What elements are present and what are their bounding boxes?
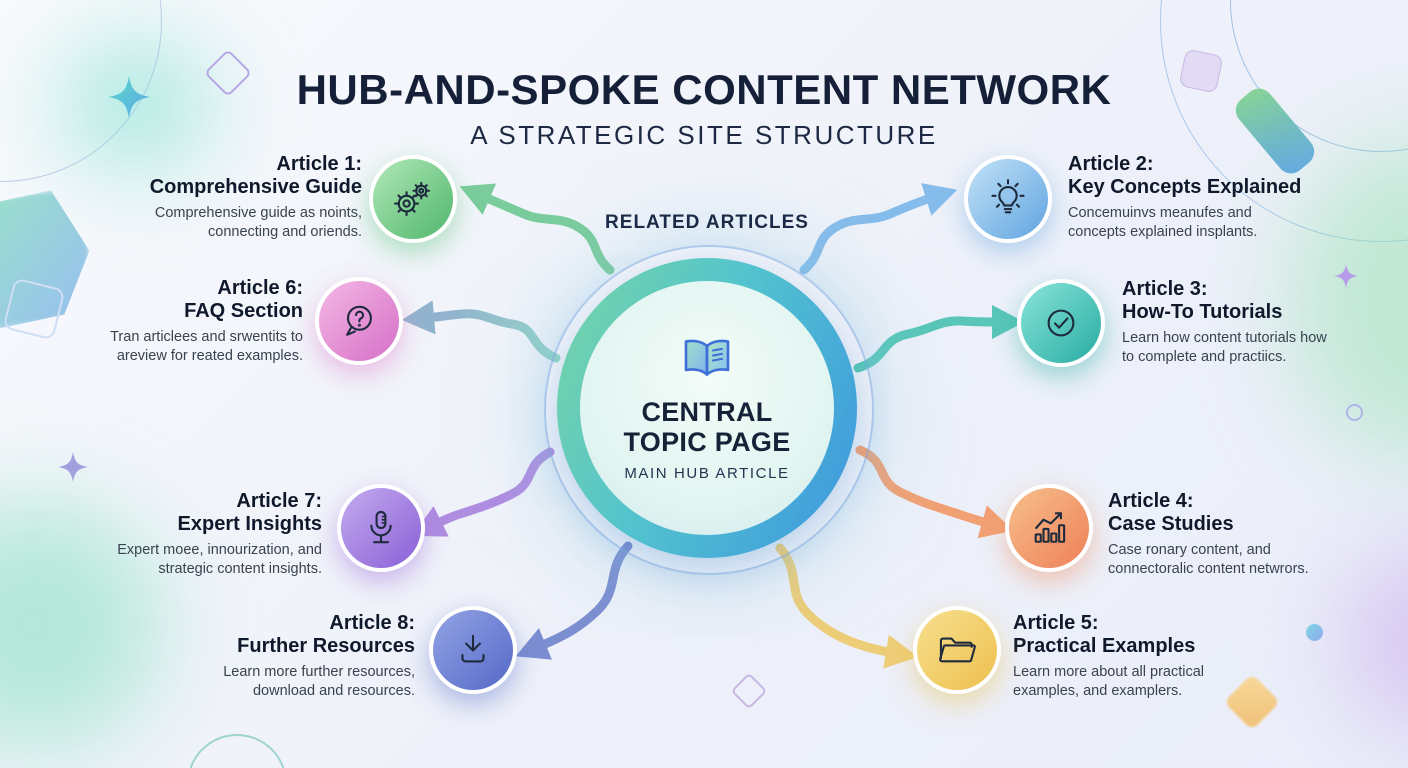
- bar-chart-icon: [1034, 512, 1066, 543]
- spoke-6-icon-circle: [315, 277, 403, 365]
- arrow-to-article-8: [515, 541, 633, 660]
- arrow-to-article-4: [855, 445, 1014, 539]
- central-hub: CENTRAL TOPIC PAGE MAIN HUB ARTICLE: [544, 245, 874, 575]
- spoke-3-description: Learn how content tutorials how to compl…: [1122, 329, 1327, 365]
- hub-gradient-ring: CENTRAL TOPIC PAGE MAIN HUB ARTICLE: [557, 258, 857, 558]
- arrow-to-article-5: [775, 543, 918, 669]
- spoke-8-label: Article 8:: [329, 612, 415, 634]
- spoke-1-label: Article 1:: [276, 153, 362, 175]
- microphone-icon: [370, 510, 392, 544]
- download-icon: [461, 634, 485, 663]
- spoke-4-text: Article 4:Case Studies Case ronary conte…: [1108, 490, 1368, 578]
- spoke-3-name: How-To Tutorials: [1122, 301, 1283, 324]
- spoke-6-text: Article 6:FAQ Section Tran articlees and…: [58, 277, 303, 365]
- page-title: HUB-AND-SPOKE CONTENT NETWORK: [296, 66, 1112, 113]
- hub-inner-circle: CENTRAL TOPIC PAGE MAIN HUB ARTICLE: [580, 281, 834, 535]
- spoke-2-text: Article 2:Key Concepts Explained Concemu…: [1068, 153, 1358, 241]
- spoke-6-title: Article 6:FAQ Section: [58, 277, 303, 324]
- folder-icon: [938, 637, 976, 663]
- spoke-6-label: Article 6:: [217, 277, 303, 299]
- spoke-2-label: Article 2:: [1068, 153, 1154, 175]
- spoke-4-label: Article 4:: [1108, 490, 1194, 512]
- spoke-8-title: Article 8:Further Resources: [163, 612, 415, 659]
- spoke-5-icon-circle: [913, 606, 1001, 694]
- lightbulb-icon: [991, 179, 1025, 214]
- spoke-8-text: Article 8:Further Resources Learn more f…: [163, 612, 415, 700]
- spoke-4-name: Case Studies: [1108, 513, 1234, 536]
- arrow-to-article-1: [459, 183, 615, 275]
- spoke-6-name: FAQ Section: [184, 300, 303, 323]
- spoke-8-name: Further Resources: [237, 635, 415, 658]
- spoke-6-description: Tran articlees and srwentits to areview …: [110, 328, 303, 364]
- spoke-3-text: Article 3:How-To Tutorials Learn how con…: [1122, 278, 1372, 366]
- spoke-4-description: Case ronary content, and connectoralic c…: [1108, 541, 1309, 577]
- question-bubble-icon: [346, 305, 372, 336]
- spoke-4-icon-circle: [1005, 484, 1093, 572]
- spoke-1-text: Article 1:Comprehensive Guide Comprehens…: [100, 153, 362, 241]
- arrow-to-article-2: [799, 183, 958, 275]
- spoke-7-title: Article 7:Expert Insights: [72, 490, 322, 537]
- hub-title-line2: TOPIC PAGE: [623, 427, 791, 457]
- spoke-1-description: Comprehensive guide as noints, connectin…: [154, 204, 362, 240]
- spoke-3-icon-circle: [1017, 279, 1105, 367]
- spoke-3-title: Article 3:How-To Tutorials: [1122, 278, 1372, 325]
- open-book-icon: [684, 339, 730, 377]
- spoke-3-label: Article 3:: [1122, 278, 1208, 300]
- spoke-1-name: Comprehensive Guide: [149, 176, 362, 199]
- spoke-7-description: Expert moee, innourization, and strategi…: [117, 541, 322, 577]
- spoke-2-name: Key Concepts Explained: [1068, 176, 1302, 199]
- spoke-5-name: Practical Examples: [1013, 635, 1196, 658]
- gears-icon: [394, 181, 431, 217]
- spoke-7-name: Expert Insights: [177, 513, 322, 536]
- spoke-4-title: Article 4:Case Studies: [1108, 490, 1368, 537]
- spoke-2-icon-circle: [964, 155, 1052, 243]
- spoke-1-title: Article 1:Comprehensive Guide: [100, 153, 362, 200]
- hub-title: CENTRAL TOPIC PAGE: [623, 397, 791, 457]
- spoke-8-icon-circle: [429, 606, 517, 694]
- page-subtitle: A STRATEGIC SITE STRUCTURE: [470, 120, 938, 150]
- arrow-to-article-7: [412, 447, 555, 537]
- spoke-7-icon-circle: [337, 484, 425, 572]
- hub-title-line1: CENTRAL: [641, 397, 773, 428]
- related-articles-label: RELATED ARTICLES: [605, 212, 809, 233]
- arrow-to-article-3: [853, 304, 1025, 373]
- arrow-to-article-6: [401, 300, 561, 363]
- spoke-5-text: Article 5:Practical Examples Learn more …: [1013, 612, 1263, 700]
- spoke-2-title: Article 2:Key Concepts Explained: [1068, 153, 1358, 200]
- spoke-7-text: Article 7:Expert Insights Expert moee, i…: [72, 490, 322, 578]
- spoke-8-description: Learn more further resources, download a…: [223, 663, 415, 699]
- spoke-1-icon-circle: [369, 155, 457, 243]
- spoke-5-title: Article 5:Practical Examples: [1013, 612, 1263, 659]
- spoke-2-description: Concemuinvs meanufes and concepts explai…: [1068, 204, 1258, 240]
- check-circle-icon: [1047, 309, 1075, 337]
- spoke-5-description: Learn more about all practical examples,…: [1013, 663, 1205, 699]
- hub-subtitle: MAIN HUB ARTICLE: [624, 464, 790, 482]
- spoke-7-label: Article 7:: [236, 490, 322, 512]
- spoke-5-label: Article 5:: [1013, 612, 1099, 634]
